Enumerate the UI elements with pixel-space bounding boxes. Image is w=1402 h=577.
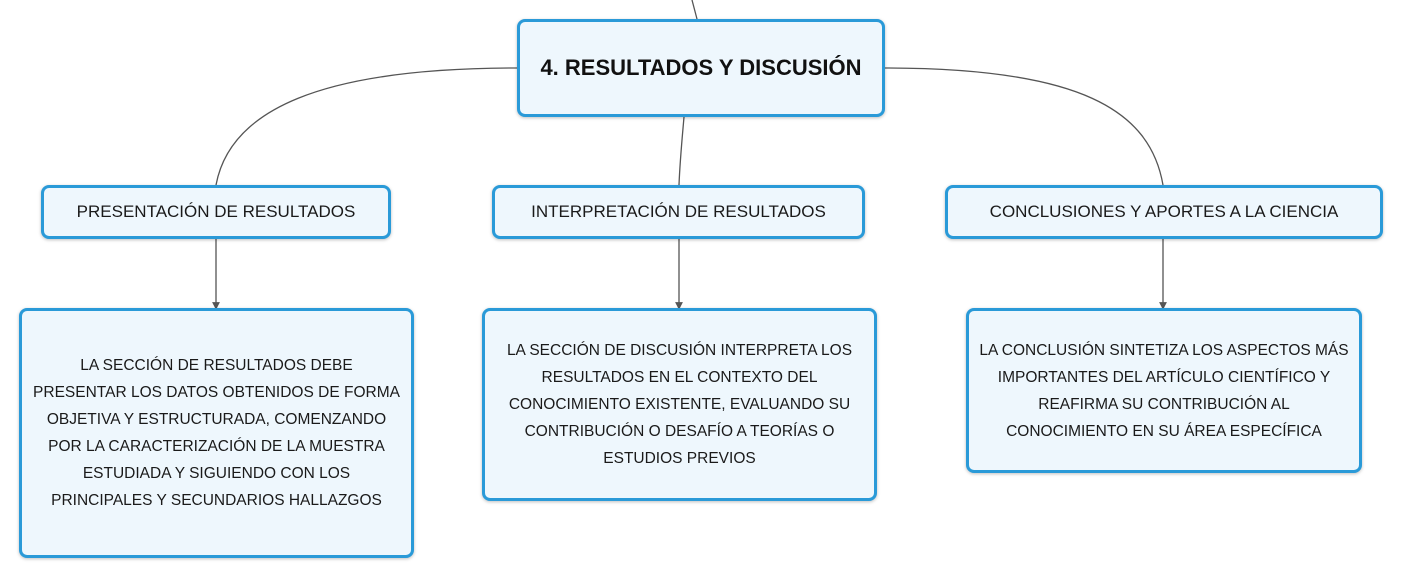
branch-topic-label: PRESENTACIÓN DE RESULTADOS (76, 202, 356, 221)
branch-topic-conclusiones[interactable]: CONCLUSIONES Y APORTES A LA CIENCIA (945, 185, 1383, 239)
subtopic-text: LA CONCLUSIÓN SINTETIZA LOS ASPECTOS MÁS… (979, 341, 1349, 440)
branch-topic-interpretacion[interactable]: INTERPRETACIÓN DE RESULTADOS (492, 185, 865, 239)
subtopic-interpretacion-detail[interactable]: LA SECCIÓN DE DISCUSIÓN INTERPRETA LOS R… (482, 308, 877, 501)
subtopic-text: LA SECCIÓN DE RESULTADOS DEBE PRESENTAR … (33, 357, 400, 509)
branch-topic-label: INTERPRETACIÓN DE RESULTADOS (531, 202, 826, 221)
branch-topic-presentacion[interactable]: PRESENTACIÓN DE RESULTADOS (41, 185, 391, 239)
subtopic-presentacion-detail[interactable]: LA SECCIÓN DE RESULTADOS DEBE PRESENTAR … (19, 308, 414, 558)
connector-parent (691, 0, 698, 20)
connector-root-to-branch-3 (884, 67, 1164, 186)
root-topic[interactable]: 4. RESULTADOS Y DISCUSIÓN (517, 19, 885, 117)
root-topic-label: 4. RESULTADOS Y DISCUSIÓN (540, 55, 862, 80)
branch-topic-label: CONCLUSIONES Y APORTES A LA CIENCIA (989, 202, 1339, 221)
connector-root-to-branch-2 (678, 116, 685, 186)
subtopic-conclusiones-detail[interactable]: LA CONCLUSIÓN SINTETIZA LOS ASPECTOS MÁS… (966, 308, 1362, 473)
connector-root-to-branch-1 (215, 67, 518, 186)
subtopic-text: LA SECCIÓN DE DISCUSIÓN INTERPRETA LOS R… (506, 342, 853, 467)
